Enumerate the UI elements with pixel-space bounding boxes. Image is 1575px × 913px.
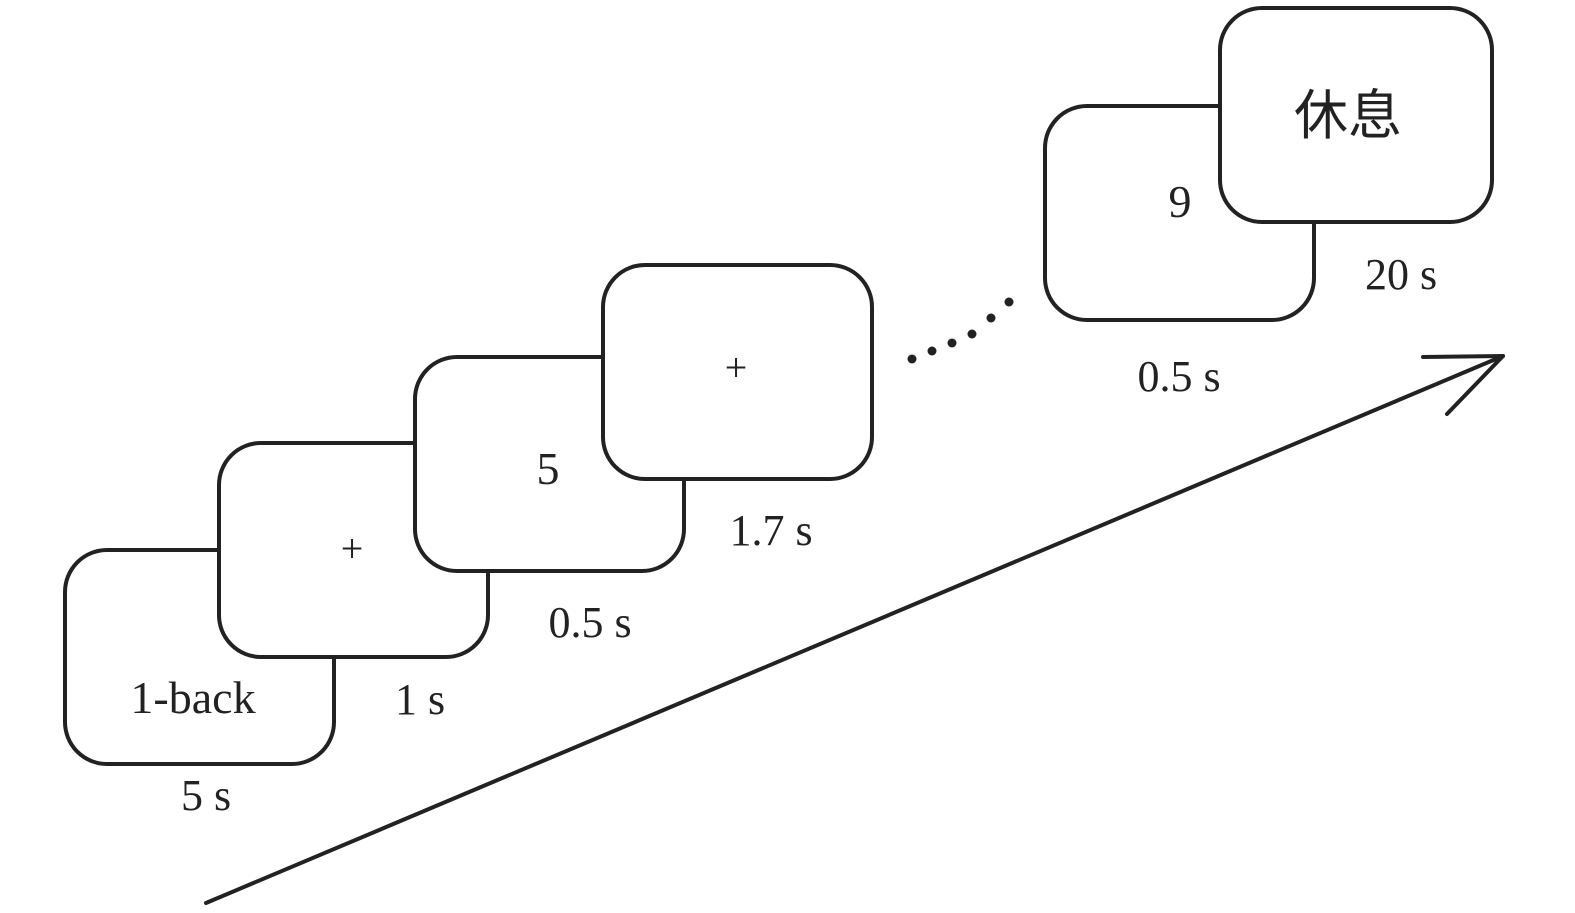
card-content: 1-back (130, 672, 255, 723)
duration-label: 1 s (395, 675, 445, 724)
ellipsis-dot (967, 329, 977, 339)
duration-label: 20 s (1365, 250, 1437, 299)
card-content: + (341, 526, 364, 571)
card-content: 休息 (1294, 84, 1402, 147)
ellipsis-dot (986, 313, 996, 323)
time-arrow (204, 354, 1505, 905)
duration-label: 0.5 s (548, 598, 631, 647)
card-content: 5 (537, 443, 560, 494)
ellipsis-dot (907, 354, 917, 364)
duration-label: 0.5 s (1137, 352, 1220, 401)
card-fixation-2: + (601, 263, 874, 481)
card-frame (1218, 6, 1494, 224)
time-arrow-shaft (204, 354, 1505, 905)
ellipsis-dot (927, 346, 937, 356)
duration-label: 1.7 s (729, 506, 812, 555)
ellipsis-dot (947, 338, 957, 348)
ellipsis-dots (907, 297, 1014, 364)
time-arrow-head (1421, 354, 1505, 416)
card-rest: 休息 (1218, 6, 1494, 224)
duration-label: 5 s (181, 771, 231, 820)
card-content: + (725, 345, 748, 390)
card-frame (601, 263, 874, 481)
card-content: 9 (1169, 176, 1192, 227)
ellipsis-dot (1004, 297, 1014, 307)
